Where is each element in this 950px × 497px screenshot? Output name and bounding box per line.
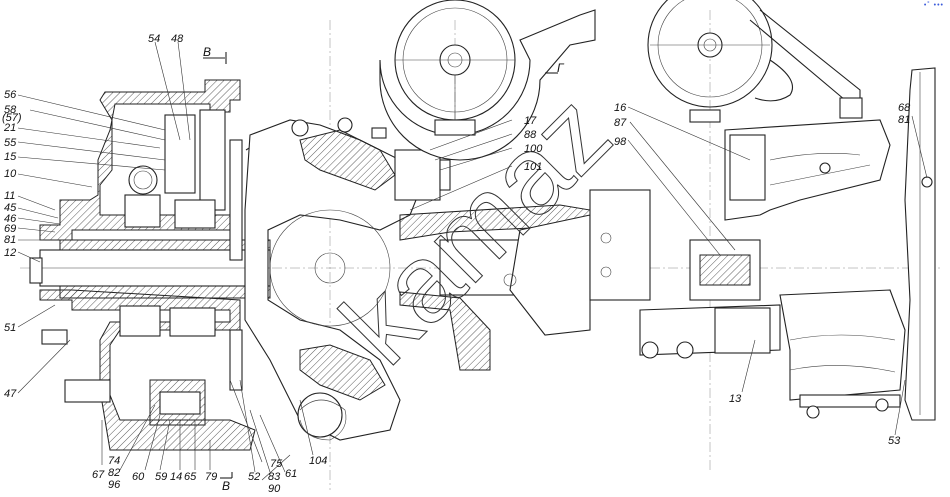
section-mark-v-bottom: В bbox=[222, 479, 230, 493]
callout-53: 53 bbox=[888, 435, 901, 447]
steering-knuckle bbox=[244, 117, 451, 441]
callout-101: 101 bbox=[524, 161, 542, 173]
hub-housing bbox=[29, 79, 271, 451]
callout-21: 21 bbox=[3, 122, 16, 134]
corner-mark: •˚ ••• bbox=[923, 2, 944, 9]
callout-57: (57) bbox=[2, 112, 22, 124]
callout-13: 13 bbox=[729, 393, 742, 405]
callout-98: 98 bbox=[614, 136, 627, 148]
callout-69: 69 bbox=[4, 223, 16, 235]
callout-46: 46 bbox=[4, 213, 17, 225]
callout-61: 61 bbox=[285, 468, 297, 480]
callout-60: 60 bbox=[132, 471, 145, 483]
callout-45: 45 bbox=[4, 202, 17, 214]
callout-83: 83 bbox=[268, 471, 281, 483]
callout-90: 90 bbox=[268, 483, 281, 495]
callout-67: 67 bbox=[92, 469, 105, 481]
callouts: 54 48 17 88 100 101 16 87 98 68 81 13 53… bbox=[92, 33, 911, 495]
callout-82: 82 bbox=[108, 467, 120, 479]
callout-47: 47 bbox=[4, 388, 17, 400]
upper-wheel-left bbox=[379, 0, 596, 161]
callout-55: 55 bbox=[4, 137, 17, 149]
callout-87: 87 bbox=[614, 117, 627, 129]
callout-68: 68 bbox=[898, 102, 911, 114]
callout-56: 56 bbox=[4, 89, 17, 101]
callout-100: 100 bbox=[524, 143, 543, 155]
callout-54: 54 bbox=[148, 33, 160, 45]
steering-lever bbox=[639, 119, 906, 419]
section-marks: В В Г bbox=[203, 45, 565, 493]
callout-10: 10 bbox=[4, 168, 17, 180]
callout-58: 58 bbox=[4, 104, 17, 116]
leader-lines bbox=[17, 41, 928, 481]
callout-14: 14 bbox=[170, 471, 182, 483]
section-mark-g: Г bbox=[557, 61, 565, 75]
callout-96: 96 bbox=[108, 479, 121, 491]
callout-65: 65 bbox=[184, 471, 197, 483]
callout-75: 75 bbox=[270, 458, 283, 470]
callout-59: 59 bbox=[155, 471, 167, 483]
callout-81-right: 81 bbox=[898, 114, 910, 126]
callout-11: 11 bbox=[4, 190, 15, 202]
callout-48: 48 bbox=[171, 33, 184, 45]
section-mark-v-top: В bbox=[203, 45, 211, 59]
left-callouts: 56 58 (57) 21 55 15 10 11 45 46 69 81 12… bbox=[2, 89, 22, 400]
callout-15: 15 bbox=[4, 151, 17, 163]
callout-17: 17 bbox=[524, 115, 537, 127]
callout-104: 104 bbox=[309, 455, 327, 467]
callout-74: 74 bbox=[108, 455, 120, 467]
callout-88: 88 bbox=[524, 129, 537, 141]
callout-16: 16 bbox=[614, 102, 627, 114]
callout-81: 81 bbox=[4, 234, 16, 246]
wheel-disc bbox=[904, 67, 936, 421]
callout-51: 51 bbox=[4, 322, 16, 334]
upper-wheel-right bbox=[647, 0, 863, 123]
callout-12: 12 bbox=[4, 247, 16, 259]
callout-79: 79 bbox=[205, 471, 217, 483]
axle-beam bbox=[399, 189, 651, 371]
callout-52: 52 bbox=[248, 471, 260, 483]
